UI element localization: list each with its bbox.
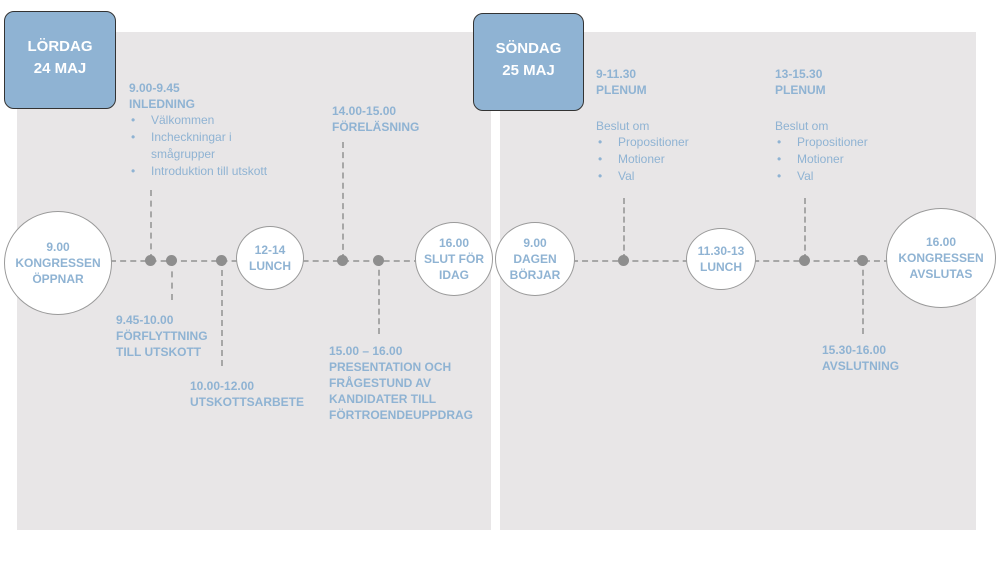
timeline-dot-avslutning [857, 255, 868, 266]
presentation-line3: KANDIDATER TILL [329, 392, 437, 406]
saturday-start-line1: KONGRESSEN [15, 256, 101, 270]
avslutning-block: 15.30-16.00 AVSLUTNING [822, 342, 899, 374]
connector-forelasning [342, 142, 344, 260]
saturday-day-label: LÖRDAG [27, 38, 93, 55]
sunday-end-line2: AVSLUTAS [909, 267, 973, 281]
presentation-block: 15.00 – 16.00 PRESENTATION OCH FRÅGESTUN… [329, 343, 473, 423]
plenum2-intro: Beslut om [775, 119, 829, 133]
list-item: Motioner [596, 151, 689, 168]
timeline-dot-forelasning [337, 255, 348, 266]
presentation-line4: FÖRTROENDEUPPDRAG [329, 408, 474, 422]
forelasning-title: FÖRELÄSNING [332, 120, 420, 134]
connector-presentation [378, 260, 380, 334]
inledning-list: Välkommen Incheckningar i smågrupper Int… [129, 112, 267, 180]
sunday-lunch-circle: 11.30-13 LUNCH [686, 228, 756, 290]
plenum1-time: 9-11.30 [596, 67, 637, 81]
utskott-time: 10.00-12.00 [190, 379, 255, 393]
timeline-dot-plenum1 [618, 255, 629, 266]
plenum1-list: Propositioner Motioner Val [596, 134, 689, 185]
utskott-title: UTSKOTTSARBETE [190, 395, 304, 409]
saturday-day-tab: LÖRDAG 24 MAJ [4, 11, 116, 109]
presentation-time: 15.00 – 16.00 [329, 344, 403, 358]
presentation-line2: FRÅGESTUND AV [329, 376, 431, 390]
list-item: Incheckningar i [129, 129, 267, 146]
list-item: Introduktion till utskott [129, 163, 267, 180]
sunday-lunch-time: 11.30-13 [697, 244, 745, 258]
avslutning-time: 15.30-16.00 [822, 343, 887, 357]
list-item: Val [775, 168, 868, 185]
plenum1-intro: Beslut om [596, 119, 650, 133]
plenum1-details: Beslut om Propositioner Motioner Val [596, 118, 689, 185]
saturday-end-circle: 16.00 SLUT FÖR IDAG [415, 222, 493, 296]
forflyttning-line1: FÖRFLYTTNING [116, 329, 208, 343]
inledning-time: 9.00-9.45 [129, 81, 180, 95]
saturday-end-line2: IDAG [439, 268, 469, 282]
sunday-lunch-title: LUNCH [700, 260, 742, 274]
list-item: Val [596, 168, 689, 185]
utskott-block: 10.00-12.00 UTSKOTTSARBETE [190, 378, 304, 410]
saturday-lunch-circle: 12-14 LUNCH [236, 226, 304, 290]
plenum2-list: Propositioner Motioner Val [775, 134, 868, 185]
plenum1-title: PLENUM [596, 83, 647, 97]
sunday-start-circle: 9.00 DAGEN BÖRJAR [495, 222, 575, 296]
inledning-block: 9.00-9.45 INLEDNING Välkommen Inchecknin… [129, 80, 267, 180]
list-item: Motioner [775, 151, 868, 168]
forflyttning-line2: TILL UTSKOTT [116, 345, 202, 359]
forelasning-time: 14.00-15.00 [332, 104, 397, 118]
sunday-day-tab: SÖNDAG 25 MAJ [473, 13, 584, 111]
list-item-continuation: smågrupper [151, 147, 216, 161]
saturday-start-circle: 9.00 KONGRESSEN ÖPPNAR [4, 211, 112, 315]
forelasning-block: 14.00-15.00 FÖRELÄSNING [332, 103, 419, 135]
sunday-start-time: 9.00 [523, 236, 547, 250]
connector-inledning [150, 190, 152, 260]
saturday-start-line2: ÖPPNAR [32, 272, 84, 286]
saturday-date-label: 24 MAJ [33, 60, 87, 77]
sunday-date-label: 25 MAJ [502, 62, 555, 79]
sunday-end-circle: 16.00 KONGRESSEN AVSLUTAS [886, 208, 996, 308]
timeline-dot-inledning [145, 255, 156, 266]
plenum2-block: 13-15.30 PLENUM [775, 66, 826, 98]
forflyttning-time: 9.45-10.00 [116, 313, 174, 327]
timeline-dot-plenum2 [799, 255, 810, 266]
sunday-start-line2: BÖRJAR [509, 268, 561, 282]
plenum2-time: 13-15.30 [775, 67, 823, 81]
sunday-end-line1: KONGRESSEN [898, 251, 984, 265]
presentation-line1: PRESENTATION OCH [329, 360, 452, 374]
sunday-day-label: SÖNDAG [495, 40, 562, 57]
avslutning-title: AVSLUTNING [822, 359, 900, 373]
connector-plenum2 [804, 198, 806, 260]
plenum2-details: Beslut om Propositioner Motioner Val [775, 118, 868, 185]
timeline-dot-utskott [216, 255, 227, 266]
connector-forflyttning [171, 260, 173, 300]
plenum1-block: 9-11.30 PLENUM [596, 66, 647, 98]
saturday-start-time: 9.00 [46, 240, 70, 254]
saturday-lunch-time: 12-14 [254, 243, 286, 257]
timeline-dot-presentation [373, 255, 384, 266]
sunday-start-line1: DAGEN [513, 252, 557, 266]
plenum2-title: PLENUM [775, 83, 826, 97]
list-item: Propositioner [775, 134, 868, 151]
connector-avslutning [862, 260, 864, 334]
inledning-title: INLEDNING [129, 97, 195, 111]
list-item: Propositioner [596, 134, 689, 151]
list-item: Välkommen [129, 112, 267, 129]
saturday-end-time: 16.00 [438, 236, 470, 250]
saturday-end-line1: SLUT FÖR [424, 252, 484, 266]
connector-plenum1 [623, 198, 625, 260]
forflyttning-block: 9.45-10.00 FÖRFLYTTNING TILL UTSKOTT [116, 312, 208, 360]
connector-utskott [221, 260, 223, 366]
timeline-dot-forflyttning [166, 255, 177, 266]
sunday-end-time: 16.00 [925, 235, 957, 249]
saturday-lunch-title: LUNCH [249, 259, 291, 273]
